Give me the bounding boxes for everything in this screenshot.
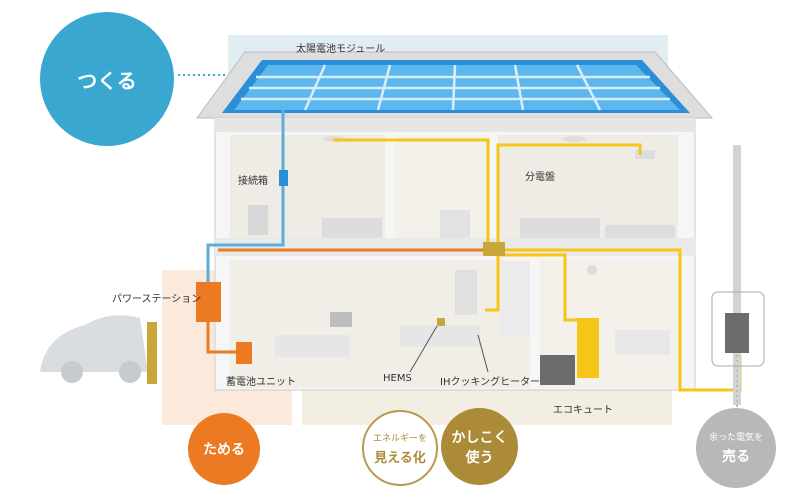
distribution-board-device bbox=[483, 242, 505, 256]
eco-cute-tank bbox=[577, 318, 599, 378]
bed-3 bbox=[605, 225, 675, 238]
air-conditioner bbox=[635, 150, 655, 159]
shelf bbox=[455, 270, 477, 315]
bed-1 bbox=[322, 218, 382, 238]
tv bbox=[330, 312, 352, 327]
smart-circle: かしこく 使う bbox=[441, 408, 518, 485]
battery-wire bbox=[206, 320, 243, 354]
utility-pole bbox=[733, 145, 741, 405]
eco-cute-heat-pump bbox=[540, 355, 575, 385]
sell-top-label: 余った電気を bbox=[708, 433, 763, 443]
visualize-circle: エネルギーを 見える化 bbox=[362, 410, 438, 486]
eave bbox=[215, 118, 695, 132]
solar-module-label: 太陽電池モジュール bbox=[296, 44, 386, 55]
bed-2 bbox=[520, 218, 600, 238]
smart-top-label: かしこく bbox=[451, 429, 508, 446]
power-station-label: パワーステーション bbox=[112, 294, 202, 305]
ih-leader bbox=[477, 334, 489, 373]
sell-bottom-label: 売る bbox=[722, 449, 750, 465]
store-label: ためる bbox=[203, 442, 245, 458]
battery-unit-label: 蓄電池ユニット bbox=[226, 377, 296, 388]
junction-box-device bbox=[279, 170, 288, 186]
fridge bbox=[500, 262, 530, 337]
junction-box-label: 接続箱 bbox=[238, 176, 268, 187]
room-lower-left bbox=[230, 260, 530, 388]
make-label: つくる bbox=[77, 68, 137, 93]
visualize-top-label: エネルギーを bbox=[372, 433, 427, 444]
distribution-board-label: 分電盤 bbox=[525, 172, 555, 183]
store-circle: ためる bbox=[188, 413, 260, 485]
cabinet bbox=[440, 210, 470, 238]
desk-chair bbox=[248, 205, 268, 235]
sell-circle: 余った電気を 売る bbox=[696, 408, 776, 488]
sofa bbox=[275, 335, 350, 357]
power-meter bbox=[725, 313, 749, 353]
hems-device bbox=[437, 318, 445, 326]
household-wires bbox=[333, 138, 742, 392]
solar-panel bbox=[222, 60, 690, 113]
light-1 bbox=[587, 265, 597, 275]
power-station-device bbox=[196, 282, 221, 322]
eco-cute-label: エコキュート bbox=[553, 405, 613, 416]
dining-table bbox=[400, 325, 480, 347]
make-circle: つくる bbox=[40, 12, 174, 146]
floor-divider bbox=[215, 238, 695, 256]
ceiling-light-2 bbox=[562, 136, 586, 142]
hems-label: HEMS bbox=[383, 373, 412, 384]
visualize-bottom-label: 見える化 bbox=[374, 450, 426, 466]
battery-unit-device bbox=[236, 342, 252, 364]
hems-leader bbox=[409, 325, 438, 373]
ih-heater-label: IHクッキングヒーター bbox=[440, 377, 541, 388]
smart-bottom-label: 使う bbox=[465, 449, 494, 466]
ev-charger bbox=[147, 322, 157, 384]
bathtub bbox=[615, 330, 670, 355]
electric-car bbox=[40, 315, 148, 383]
